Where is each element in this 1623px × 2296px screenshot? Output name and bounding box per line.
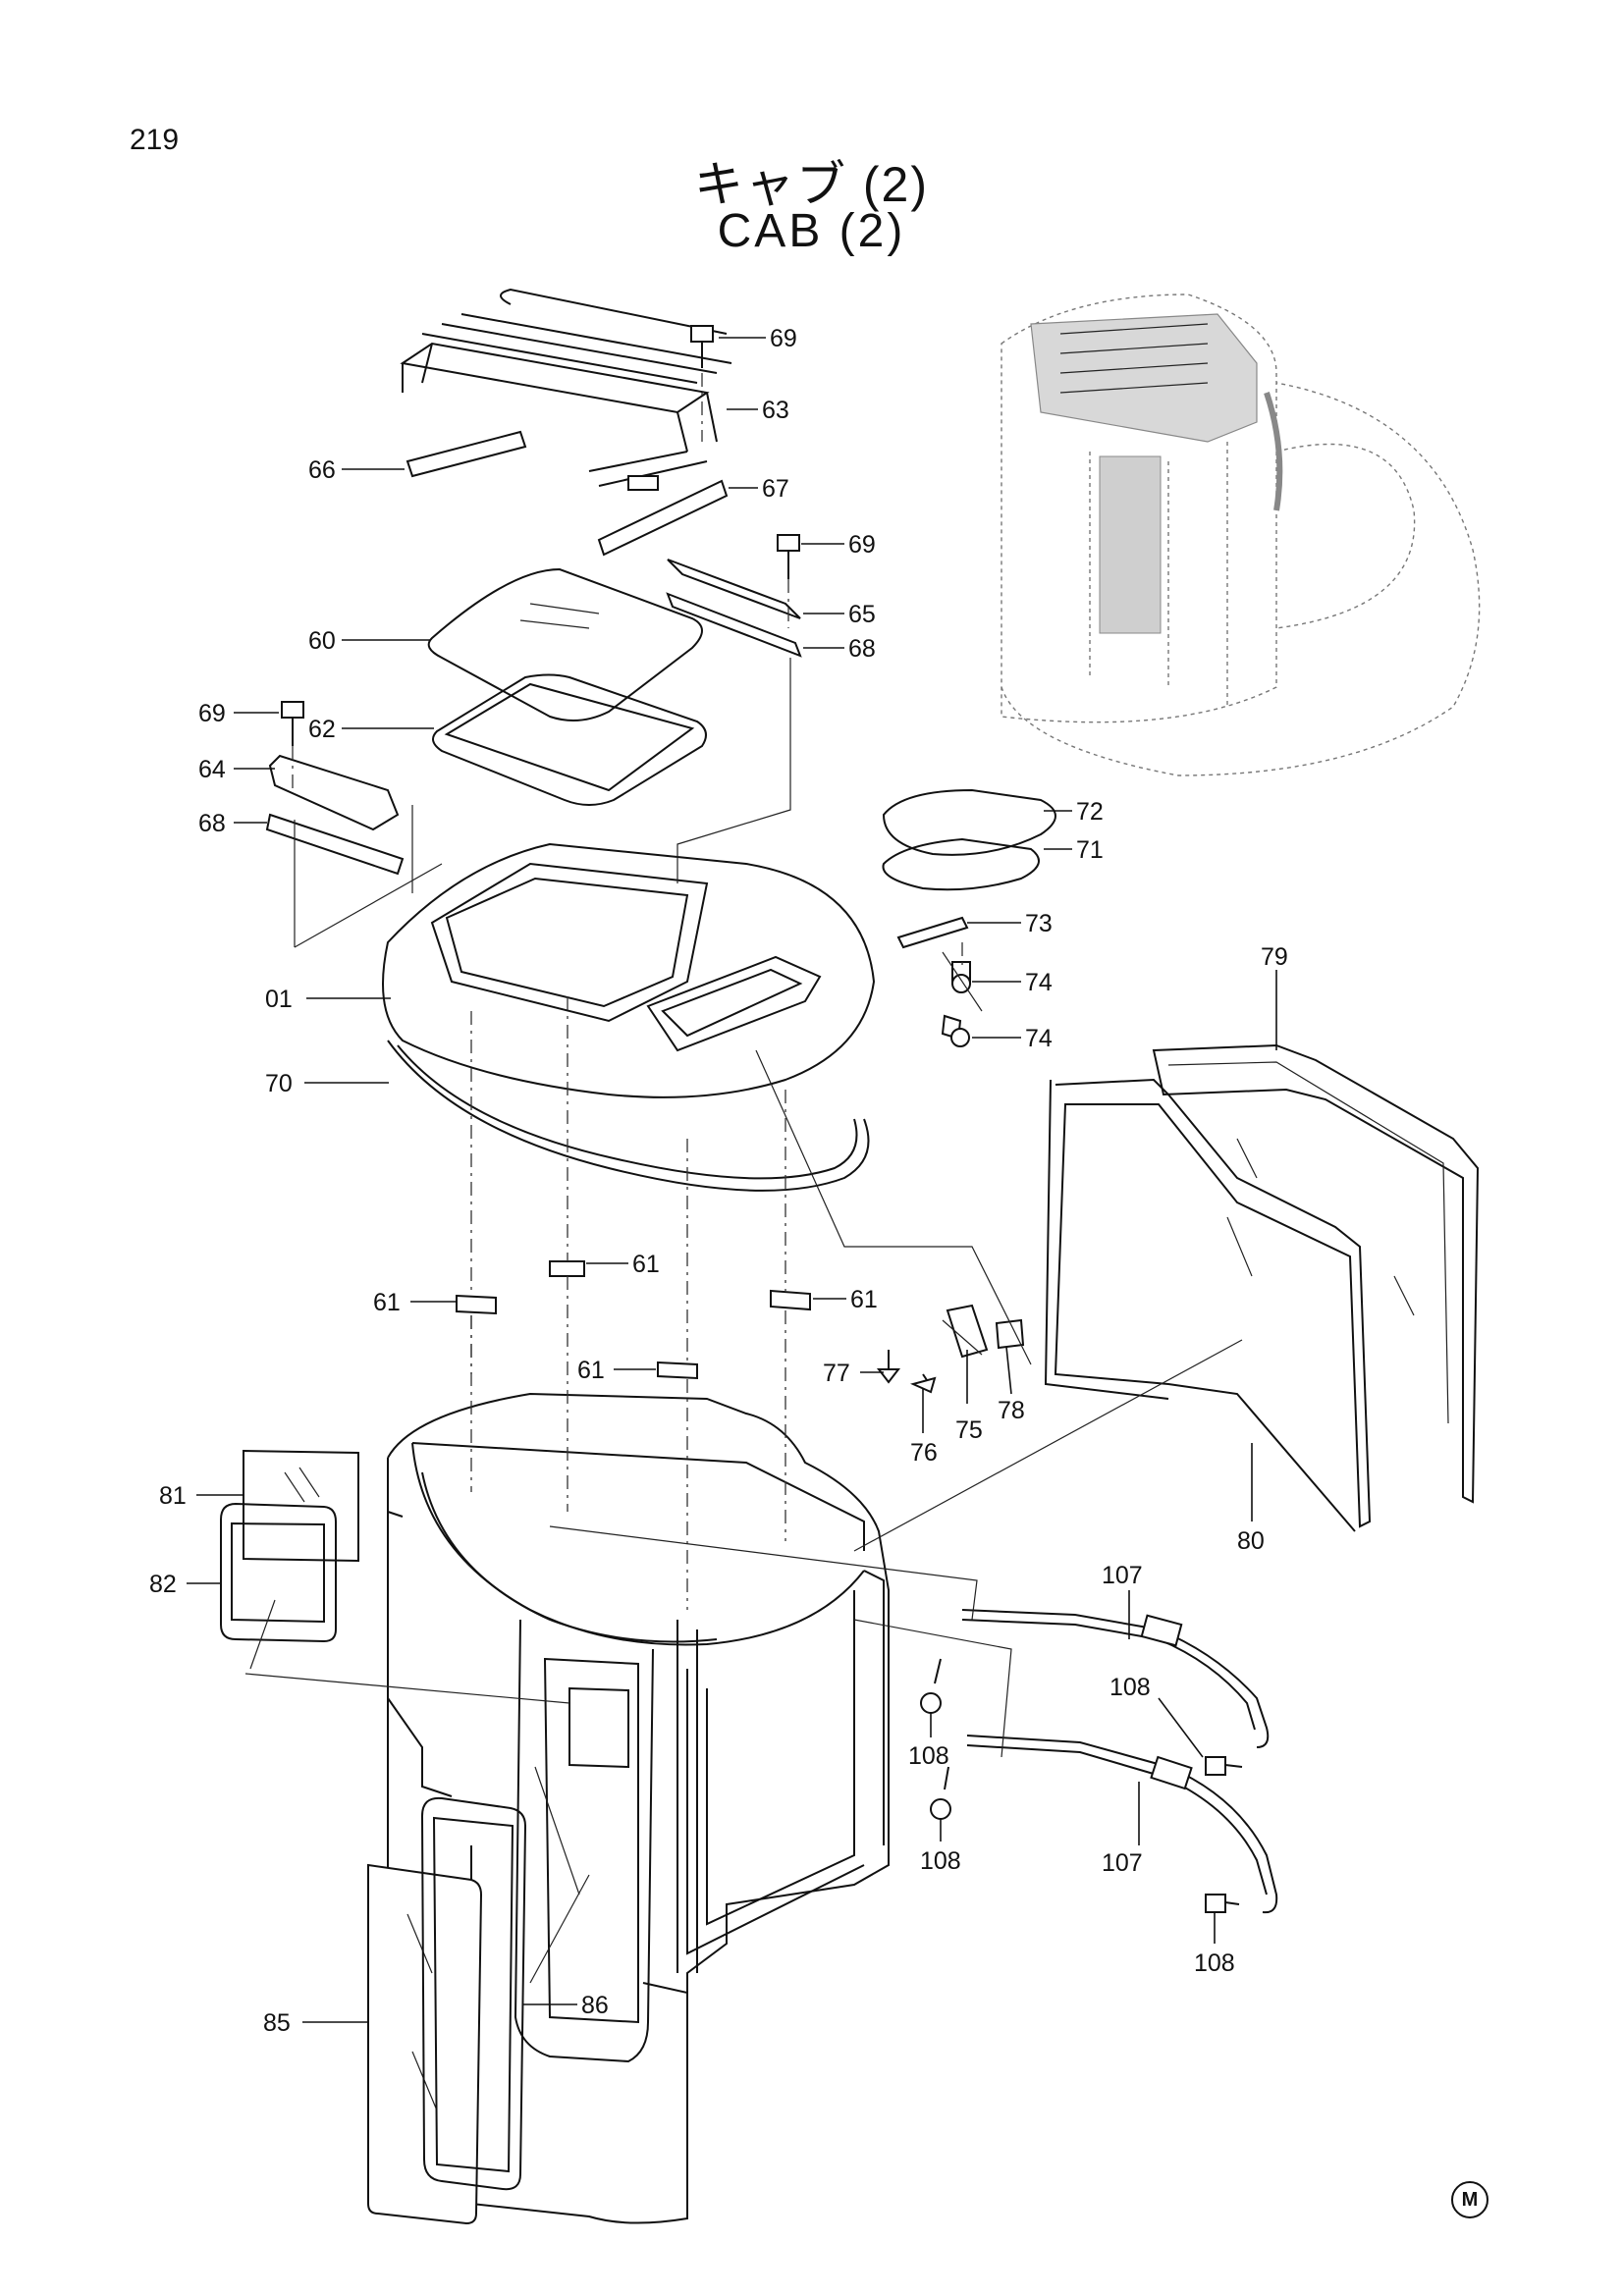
part-78-plate xyxy=(995,1318,1025,1350)
callout-63: 63 xyxy=(762,397,789,424)
part-01-roof-panel xyxy=(382,842,876,1098)
part-108-bolt-a xyxy=(920,1658,942,1714)
part-68-strip-upper xyxy=(666,592,802,658)
reference-cab-illustration xyxy=(1001,294,1481,776)
part-68-strip-lower xyxy=(265,813,405,876)
part-82-seal xyxy=(220,1502,337,1643)
callout-68: 68 xyxy=(848,635,876,663)
part-79-door-glass xyxy=(1152,1043,1480,1504)
page-title-english: CAB (2) xyxy=(717,205,906,257)
part-86-seal xyxy=(420,1796,527,2191)
callout-61: 61 xyxy=(632,1251,660,1278)
callout-74: 74 xyxy=(1025,1025,1053,1052)
part-76-screw xyxy=(910,1373,937,1394)
callout-61: 61 xyxy=(850,1286,878,1313)
part-108-bolt-c xyxy=(930,1766,951,1820)
callout-69: 69 xyxy=(770,325,797,352)
part-60-roof-glass xyxy=(427,567,703,721)
callout-74: 74 xyxy=(1025,969,1053,996)
callout-67: 67 xyxy=(762,475,789,503)
part-80-door-seal xyxy=(1054,1078,1372,1532)
callout-70: 70 xyxy=(265,1070,293,1097)
callout-01: 01 xyxy=(265,986,293,1013)
part-73-bracket xyxy=(896,916,969,949)
callout-108: 108 xyxy=(908,1742,949,1770)
callout-76: 76 xyxy=(910,1439,938,1467)
callout-108: 108 xyxy=(1194,1949,1235,1977)
callout-66: 66 xyxy=(308,456,336,484)
footer-mark: M xyxy=(1451,2181,1488,2218)
callout-65: 65 xyxy=(848,601,876,628)
callout-61: 61 xyxy=(577,1357,605,1384)
callout-86: 86 xyxy=(581,1992,609,2019)
part-72-cover xyxy=(882,788,1056,856)
callout-64: 64 xyxy=(198,756,226,783)
part-63-roof-guard xyxy=(400,288,732,491)
callout-107: 107 xyxy=(1102,1562,1143,1589)
page-number: 219 xyxy=(130,124,180,156)
callout-77: 77 xyxy=(823,1360,850,1387)
part-108-bolt-b xyxy=(1205,1756,1243,1776)
callout-72: 72 xyxy=(1076,798,1104,826)
callout-60: 60 xyxy=(308,627,336,655)
callout-69: 69 xyxy=(198,700,226,727)
callout-62: 62 xyxy=(308,716,336,743)
leader-lines xyxy=(187,337,1277,2023)
part-62-seal xyxy=(432,673,707,806)
part-85-side-glass xyxy=(367,1863,483,2225)
part-61-bracket-a xyxy=(549,1260,585,1277)
part-75-hinge xyxy=(946,1304,989,1359)
part-108-bolt-d xyxy=(1205,1894,1240,1913)
callout-61: 61 xyxy=(373,1289,401,1316)
part-65-plate xyxy=(667,559,801,619)
callout-82: 82 xyxy=(149,1571,177,1598)
callout-79: 79 xyxy=(1261,943,1288,971)
callout-108: 108 xyxy=(920,1847,961,1875)
part-67-strip xyxy=(597,479,729,557)
callout-75: 75 xyxy=(955,1416,983,1444)
callout-85: 85 xyxy=(263,2009,291,2037)
callout-107: 107 xyxy=(1102,1849,1143,1877)
page-title-japanese: キャブ (2) xyxy=(694,157,929,212)
part-74-bolt-upper xyxy=(951,961,971,993)
callout-80: 80 xyxy=(1237,1527,1265,1555)
callout-71: 71 xyxy=(1076,836,1104,864)
part-66-bar xyxy=(406,430,527,478)
callout-108: 108 xyxy=(1109,1674,1151,1701)
callout-labels: 69 63 66 67 69 65 60 68 69 62 64 68 72 7… xyxy=(149,325,1288,2037)
part-74-bolt-lower xyxy=(941,1014,970,1047)
part-71-seal xyxy=(882,837,1040,891)
part-77-screw xyxy=(876,1350,901,1384)
callout-68: 68 xyxy=(198,810,226,837)
part-64-bracket xyxy=(268,754,400,831)
part-61-bracket-d xyxy=(657,1361,698,1380)
callout-69: 69 xyxy=(848,531,876,559)
part-69-bolt-top xyxy=(690,325,714,368)
part-69-bolt-middle xyxy=(777,534,800,579)
callout-73: 73 xyxy=(1025,910,1053,937)
part-61-bracket-b xyxy=(456,1294,497,1315)
part-70-seal xyxy=(387,1040,870,1192)
callout-78: 78 xyxy=(998,1397,1025,1424)
part-61-bracket-c xyxy=(770,1289,811,1311)
callout-81: 81 xyxy=(159,1482,187,1510)
part-69-bolt-left xyxy=(281,701,304,746)
assembly-lines xyxy=(244,373,1243,1984)
